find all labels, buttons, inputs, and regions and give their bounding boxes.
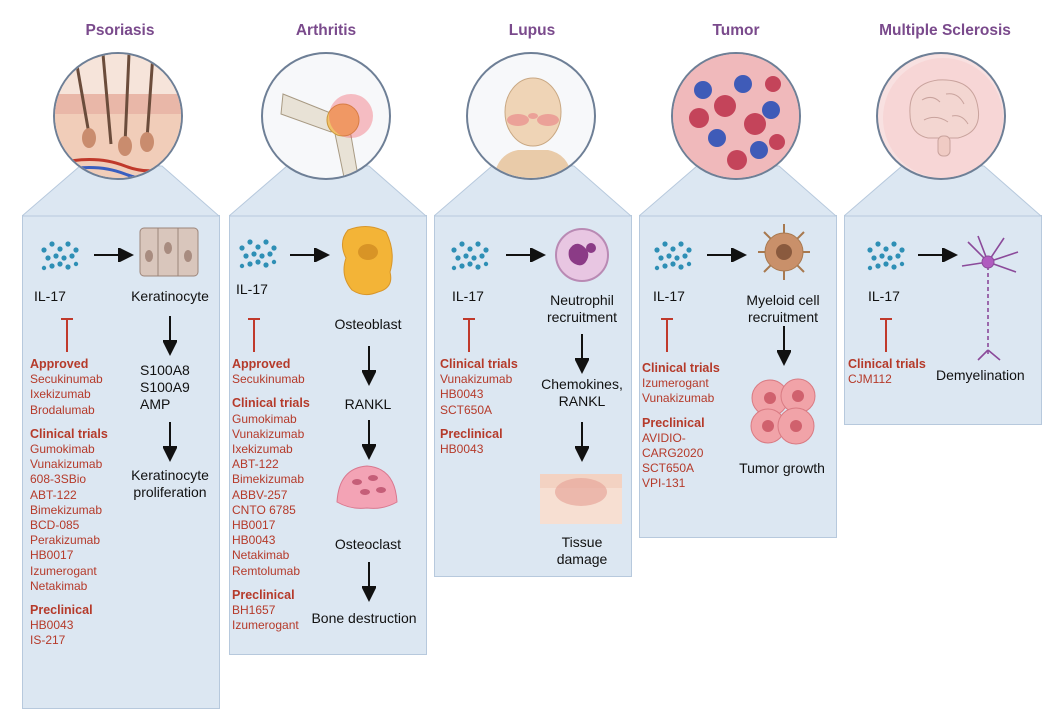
arrow-icon — [94, 248, 134, 262]
panel-arthritis — [229, 215, 427, 655]
outcome-label: Bone destruction — [311, 610, 417, 626]
knee-joint-icon — [261, 52, 391, 180]
outcome-label: Tumor growth — [739, 460, 825, 476]
funnel-tumor — [639, 165, 837, 217]
face-rash-icon — [466, 52, 596, 180]
panel-title-psoriasis: Psoriasis — [85, 22, 155, 39]
panel-tumor — [639, 215, 837, 538]
arrow-icon — [918, 248, 958, 262]
cytokine-label: IL-17 — [868, 288, 900, 304]
neuron-icon — [958, 232, 1024, 362]
arrow-icon — [290, 248, 330, 262]
arrow-icon — [777, 326, 791, 366]
skin-cross-section-icon — [53, 52, 183, 180]
step2-label: RANKL — [344, 396, 392, 412]
arrow-icon — [163, 422, 177, 462]
cytokine-label: IL-17 — [452, 288, 484, 304]
cytokine-label: IL-17 — [236, 281, 268, 297]
keratinocyte-cells-icon — [138, 226, 200, 278]
drug-list-arthritis: Approved Secukinumab Clinical trials Gum… — [232, 357, 310, 633]
funnel-multiple-sclerosis — [844, 165, 1042, 217]
arrow-icon — [575, 422, 589, 462]
outcome-label: Demyelination — [936, 367, 1025, 383]
osteoclast-cell-icon — [333, 462, 401, 514]
arrow-icon — [506, 248, 546, 262]
step3-label: Osteoclast — [334, 536, 402, 552]
arrow-icon — [362, 346, 376, 386]
arrow-icon — [163, 316, 177, 356]
tissue-layer-icon — [540, 474, 622, 524]
tumor-cells-icon — [746, 374, 824, 448]
il17-molecules-icon — [451, 241, 489, 271]
inhibitor-icon — [880, 318, 892, 352]
il17-molecules-icon — [654, 241, 692, 271]
neutrophil-cell-icon — [555, 228, 609, 282]
panel-psoriasis — [22, 215, 220, 709]
arrow-icon — [362, 562, 376, 602]
drug-list-multiple-sclerosis: Clinical trials CJM112 — [848, 357, 926, 387]
panel-title-lupus: Lupus — [508, 22, 556, 39]
osteoblast-cell-icon — [338, 222, 398, 298]
inhibitor-icon — [61, 318, 73, 352]
il17-molecules-icon — [41, 241, 79, 271]
arrow-icon — [707, 248, 747, 262]
il17-molecules-icon — [867, 241, 905, 271]
cytokine-label: IL-17 — [653, 288, 685, 304]
step2-label: Chemokines,RANKL — [541, 376, 623, 409]
myeloid-cell-icon — [756, 222, 812, 282]
inhibitor-icon — [463, 318, 475, 352]
inhibitor-icon — [248, 318, 260, 352]
panel-title-arthritis: Arthritis — [295, 22, 357, 39]
cytokine-label: IL-17 — [34, 288, 66, 304]
inhibitor-icon — [661, 318, 673, 352]
funnel-arthritis — [229, 165, 427, 217]
arrow-icon — [362, 420, 376, 460]
cell-label: Osteoblast — [334, 316, 402, 332]
arrow-icon — [575, 334, 589, 374]
panel-title-multiple-sclerosis: Multiple Sclerosis — [879, 22, 1011, 39]
cell-label: Keratinocyte — [131, 288, 209, 304]
tumor-tissue-icon — [671, 52, 801, 180]
funnel-lupus — [434, 165, 632, 217]
brain-icon — [876, 52, 1006, 180]
panel-title-tumor: Tumor — [712, 22, 760, 39]
funnel-psoriasis — [22, 165, 220, 217]
il17-molecules-icon — [239, 239, 277, 269]
